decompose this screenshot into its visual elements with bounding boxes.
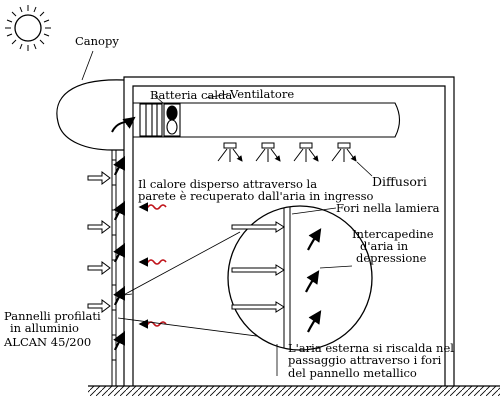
label-diffusers: Diffusori bbox=[372, 174, 427, 189]
label-air-line1: L'aria esterna si riscalda nel bbox=[288, 341, 454, 355]
air-arrow-icon bbox=[113, 156, 125, 351]
label-heat-line1: Il calore disperso attraverso la bbox=[138, 177, 317, 191]
label-battery: Batteria calda bbox=[150, 88, 232, 102]
label-air-line2: passaggio attraverso i fori bbox=[288, 353, 442, 367]
heating-battery bbox=[139, 103, 163, 137]
ground bbox=[88, 385, 500, 396]
label-panels-line2: in alluminio bbox=[10, 321, 79, 335]
building bbox=[123, 76, 455, 386]
diffusers bbox=[217, 142, 356, 162]
air-duct bbox=[133, 102, 401, 138]
heat-arrow-icon bbox=[138, 202, 167, 329]
label-air-line3: del pannello metallico bbox=[288, 366, 417, 380]
label-gap-line3: depressione bbox=[356, 251, 427, 265]
label-canopy: Canopy bbox=[75, 34, 119, 48]
sun-icon bbox=[5, 5, 51, 51]
fan-icon bbox=[163, 103, 181, 137]
outside-air-arrows bbox=[87, 171, 111, 313]
canopy bbox=[56, 79, 125, 151]
label-heat-line2: parete è recuperato dall'aria in ingress… bbox=[138, 189, 374, 203]
label-gap-line1: Intercapedine bbox=[352, 227, 434, 241]
label-panels-line3: ALCAN 45/200 bbox=[3, 335, 91, 349]
duct-air-arrow bbox=[111, 116, 136, 133]
solar-wall-panel bbox=[111, 150, 117, 386]
label-holes: Fori nella lamiera bbox=[336, 201, 440, 215]
label-gap-line2: d'aria in bbox=[360, 239, 409, 253]
zoom-detail bbox=[117, 205, 373, 351]
label-fan: Ventilatore bbox=[229, 87, 294, 101]
label-panels-line1: Pannelli profilati bbox=[4, 309, 101, 323]
